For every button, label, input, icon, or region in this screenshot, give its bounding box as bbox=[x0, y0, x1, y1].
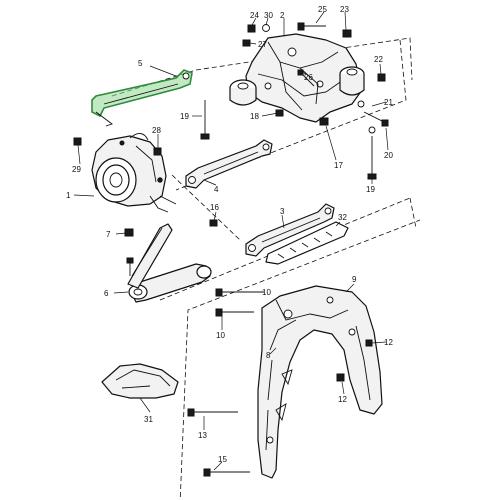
part-5-upper-link-arm[interactable] bbox=[91, 69, 193, 127]
callout-26: 26 bbox=[304, 73, 313, 82]
callout-27: 27 bbox=[258, 40, 267, 49]
part-2-crossmember[interactable] bbox=[245, 33, 363, 123]
callout-6: 6 bbox=[104, 289, 109, 298]
part-1-wheel-carrier[interactable] bbox=[91, 133, 169, 213]
callout-12a: 12 bbox=[384, 338, 393, 347]
callout-29: 29 bbox=[72, 165, 81, 174]
fasteners bbox=[73, 22, 389, 477]
callout-leader-lines bbox=[73, 11, 389, 471]
callout-10b: 10 bbox=[216, 331, 225, 340]
callout-19b: 19 bbox=[366, 185, 375, 194]
callout-13: 13 bbox=[198, 431, 207, 440]
callout-16: 16 bbox=[210, 203, 219, 212]
callout-23: 23 bbox=[340, 5, 349, 14]
callout-28: 28 bbox=[152, 126, 161, 135]
callout-18: 18 bbox=[250, 112, 259, 121]
left-rubber-mount[interactable] bbox=[229, 79, 257, 106]
part-31-heat-shield[interactable] bbox=[101, 363, 179, 399]
part-8-9-rear-bracket[interactable] bbox=[257, 285, 383, 479]
callout-31: 31 bbox=[144, 415, 153, 424]
callout-5: 5 bbox=[138, 59, 143, 68]
callout-1: 1 bbox=[66, 191, 71, 200]
right-rubber-mount[interactable] bbox=[339, 66, 365, 96]
callout-32: 32 bbox=[338, 213, 347, 222]
part-3-lateral-link[interactable] bbox=[245, 203, 335, 257]
callout-10a: 10 bbox=[262, 288, 271, 297]
callout-4: 4 bbox=[214, 185, 219, 194]
callout-9: 9 bbox=[352, 275, 357, 284]
callout-30: 30 bbox=[264, 11, 273, 20]
callout-2: 2 bbox=[280, 11, 285, 20]
part-4-toe-link[interactable] bbox=[185, 139, 273, 189]
part-32-cover-strip[interactable] bbox=[265, 221, 349, 265]
callout-25: 25 bbox=[318, 5, 327, 14]
callout-21: 21 bbox=[384, 98, 393, 107]
callout-15: 15 bbox=[218, 455, 227, 464]
callout-17: 17 bbox=[334, 161, 343, 170]
callout-3: 3 bbox=[280, 207, 285, 216]
callout-24: 24 bbox=[250, 11, 259, 20]
callout-20: 20 bbox=[384, 151, 393, 160]
callout-12b: 12 bbox=[338, 395, 347, 404]
callout-labels: 5 1 3 4 6 7 8 9 10 10 12 12 13 15 16 17 … bbox=[66, 5, 393, 464]
part-6-lower-link[interactable] bbox=[127, 223, 212, 303]
callout-7: 7 bbox=[106, 230, 111, 239]
callout-19a: 19 bbox=[180, 112, 189, 121]
callout-8: 8 bbox=[266, 351, 271, 360]
callout-22: 22 bbox=[374, 55, 383, 64]
